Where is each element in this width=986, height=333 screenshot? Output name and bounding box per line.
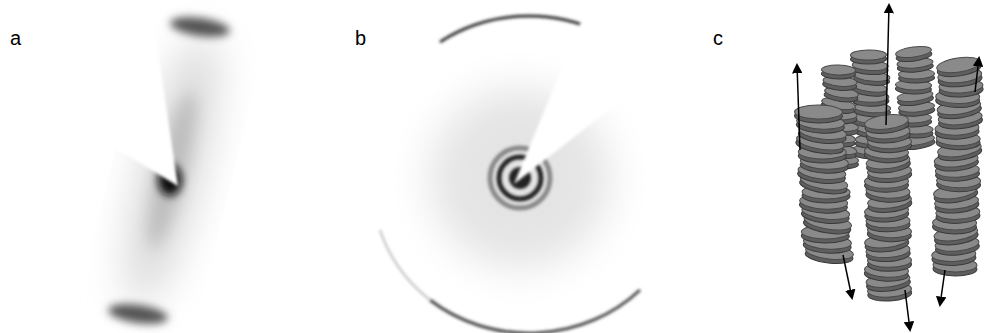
director-arrows (797, 5, 979, 330)
diffraction-pattern-a (55, 0, 235, 327)
panel-label: a (10, 28, 21, 48)
diffraction-pattern-b (380, 0, 660, 333)
panel-label: b (355, 28, 366, 48)
columnar-stack-illustration (794, 45, 983, 303)
panel-label: c (713, 28, 723, 48)
